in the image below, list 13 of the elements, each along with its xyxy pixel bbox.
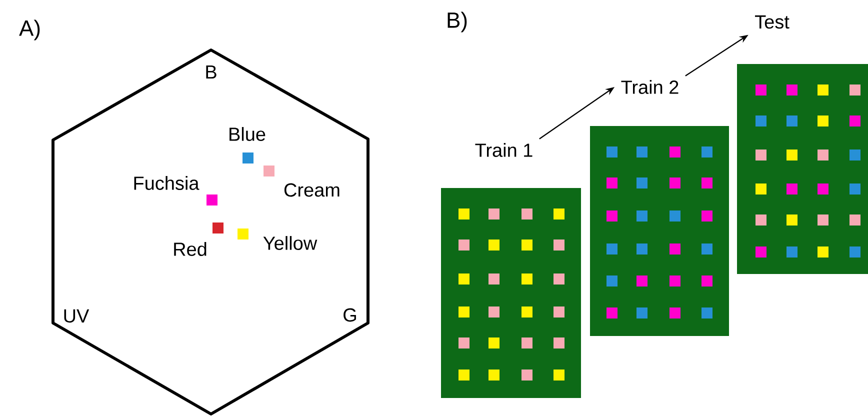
stage-label: Train 1 (475, 143, 532, 157)
panel-label: B) (448, 12, 467, 32)
axis-label: UV (64, 309, 90, 323)
axis-label: G (344, 308, 356, 322)
axis-label: B (206, 65, 216, 79)
color-label: Red (174, 242, 206, 256)
panel-label: A) (19, 20, 40, 40)
color-label: Fuchsia (134, 176, 200, 190)
stage-label: Train 2 (621, 80, 678, 94)
color-label: Blue (230, 127, 266, 141)
stage-label: Test (755, 15, 790, 29)
color-label: Yellow (263, 236, 318, 250)
color-label: Cream (284, 183, 340, 197)
